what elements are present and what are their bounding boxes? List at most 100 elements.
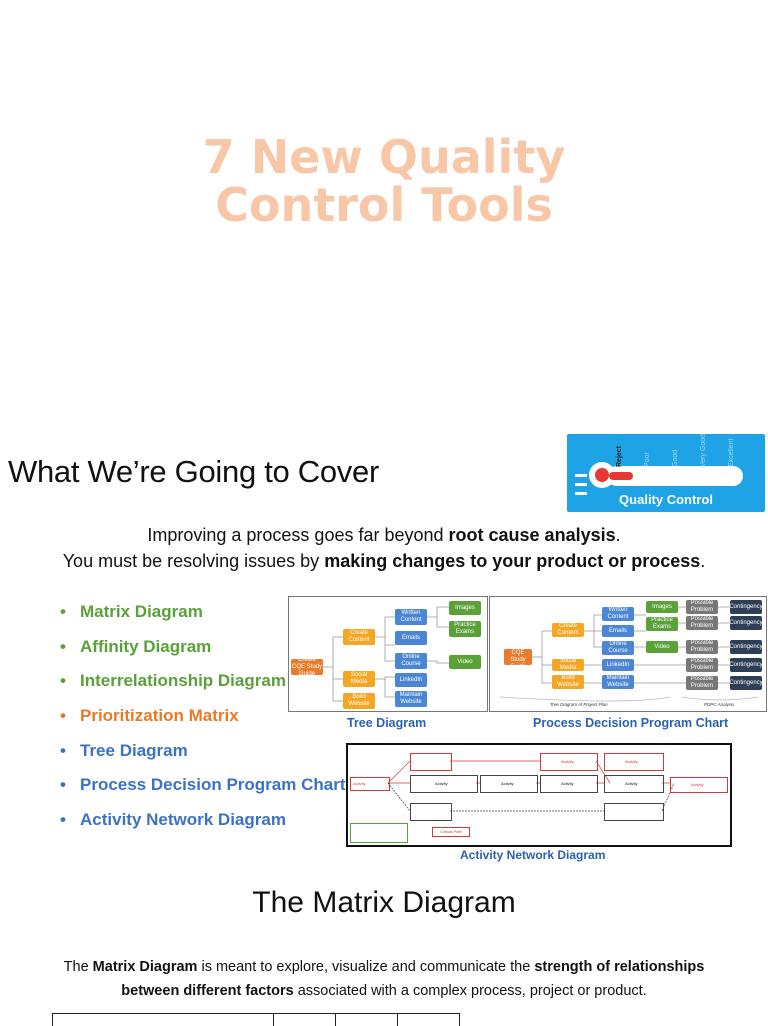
pdpc-sub-right: PDPC Analysis (704, 702, 735, 707)
pdpc-problem-node: Possible Problem (686, 600, 718, 614)
activity-legend (350, 823, 408, 843)
activity-box: Activity (604, 753, 664, 771)
pdpc-node: Maintain Website (602, 675, 634, 689)
desc-bold: Matrix Diagram (92, 959, 198, 975)
desc-text: is meant to explore, visualize and commu… (197, 959, 535, 975)
intro-text: Improving a process goes far beyond root… (0, 522, 768, 574)
list-item: Interrelationship Diagram (60, 671, 345, 706)
pdpc-node: LinkedIn (602, 659, 634, 671)
activity-box: Activity (540, 775, 598, 793)
pdpc-node: Social Media (552, 658, 584, 671)
pdpc-root-node: Create CQE Study Guide (504, 643, 532, 670)
activity-box: Activity (604, 775, 664, 793)
scale-label: Good (672, 449, 679, 467)
matrix-table-top (52, 1013, 460, 1026)
list-item: Tree Diagram (60, 741, 345, 776)
thermometer-level (609, 472, 633, 480)
tree-node: Social Media (343, 671, 375, 687)
pdpc-contingency-node: Contingency (729, 658, 763, 672)
overview-heading: What We’re Going to Cover (8, 454, 379, 489)
tree-node: LinkedIn (395, 673, 427, 687)
tree-node: Video (449, 655, 481, 669)
tree-node: Create Content (343, 629, 375, 645)
activity-label: Activity (561, 781, 574, 786)
intro-end-1: . (615, 525, 621, 545)
activity-box: Activity (410, 775, 478, 793)
intro-bold-1: root cause analysis (448, 525, 616, 545)
pdpc-node: Practice Exams (646, 617, 678, 631)
activity-box (410, 753, 452, 771)
scale-label: Excellent (728, 438, 735, 467)
list-item: Process Decision Program Chart (60, 775, 345, 810)
activity-box: Activity (540, 753, 598, 771)
pdpc-problem-node: Possible Problem (686, 658, 718, 672)
pdpc-node: Create Content (552, 623, 584, 637)
intro-end-2: . (700, 551, 706, 571)
activity-label: Activity (435, 781, 448, 786)
tree-diagram-image: Create CQE Study Guide Create Content So… (288, 596, 488, 712)
pdpc-caption: Process Decision Program Chart (533, 716, 729, 730)
activity-network-caption: Activity Network Diagram (460, 848, 606, 862)
desc-bold: between different factors (121, 983, 294, 999)
activity-box (410, 803, 452, 821)
matrix-description: The Matrix Diagram is meant to explore, … (0, 955, 768, 1003)
pdpc-node: Build Website (552, 675, 584, 689)
matrix-heading: The Matrix Diagram (252, 886, 516, 919)
tree-node: Practice Exams (449, 621, 481, 637)
pdpc-node: Written Content (602, 607, 634, 621)
tree-node: Online Course (395, 653, 427, 669)
quality-control-badge: Reject Poor Good Very Good Excellent Qua… (567, 434, 765, 512)
pdpc-node: Images (646, 601, 678, 613)
speed-lines-icon (575, 468, 587, 501)
tree-diagram-caption: Tree Diagram (347, 716, 427, 730)
desc-text: associated with a complex process, proje… (293, 983, 647, 999)
pdpc-connectors (499, 606, 759, 702)
list-item: Affinity Diagram (60, 637, 345, 672)
thermometer-bar (607, 466, 743, 486)
badge-caption: Quality Control (619, 492, 713, 507)
pdpc-image: Create CQE Study Guide Create Content So… (489, 596, 767, 712)
scale-label: Poor (644, 452, 651, 467)
desc-bold: strength of relationships (534, 959, 705, 975)
tree-node: Maintain Website (395, 691, 427, 707)
list-item: Prioritization Matrix (60, 706, 345, 741)
scale-label: Very Good (700, 433, 707, 467)
tools-list: Matrix Diagram Affinity Diagram Interrel… (60, 602, 345, 845)
pdpc-problem-node: Possible Problem (686, 640, 718, 654)
list-item: Activity Network Diagram (60, 810, 345, 845)
slide-title-line-2: Control Tools (215, 178, 553, 232)
pdpc-contingency-node: Contingency (729, 640, 763, 654)
pdpc-contingency-node: Contingency (729, 600, 763, 614)
slide-title: 7 New Quality Control Tools (0, 133, 768, 229)
tree-node: Emails (395, 631, 427, 645)
desc-text: The (63, 959, 93, 975)
tree-node: Written Content (395, 609, 427, 625)
activity-label: Activity (561, 759, 574, 764)
activity-box: Activity (670, 777, 728, 793)
activity-label: Activity (501, 781, 514, 786)
activity-box (604, 803, 664, 821)
activity-connectors (387, 760, 675, 812)
scale-label: Reject (616, 445, 623, 467)
activity-label: Activity (353, 781, 366, 786)
tree-node: Build Website (343, 693, 375, 709)
pdpc-problem-node: Possible Problem (686, 616, 718, 630)
list-item: Matrix Diagram (60, 602, 345, 637)
pdpc-contingency-node: Contingency (729, 676, 763, 690)
tree-root-node: Create CQE Study Guide (291, 656, 323, 677)
tree-connectors (323, 606, 449, 702)
activity-label: Activity (625, 759, 638, 764)
activity-network-image: Activity Activity Activity Activity Acti… (346, 743, 732, 847)
activity-label: Activity (625, 781, 638, 786)
intro-text-1: Improving a process goes far beyond (147, 525, 449, 545)
critical-path-legend: Critical Path (432, 827, 470, 837)
tree-node: Images (449, 601, 481, 615)
thermometer-scale: Reject Poor Good Very Good Excellent (616, 434, 759, 467)
pdpc-node: Video (646, 641, 678, 653)
intro-bold-2: making changes to your product or proces… (324, 551, 701, 571)
title-slide: 7 New Quality Control Tools (0, 0, 768, 430)
pdpc-problem-node: Possible Problem (686, 676, 718, 690)
pdpc-node: Emails (602, 625, 634, 637)
overview-slide: What We’re Going to Cover Reject Poor Go… (0, 430, 768, 1026)
pdpc-contingency-node: Contingency (729, 616, 763, 630)
